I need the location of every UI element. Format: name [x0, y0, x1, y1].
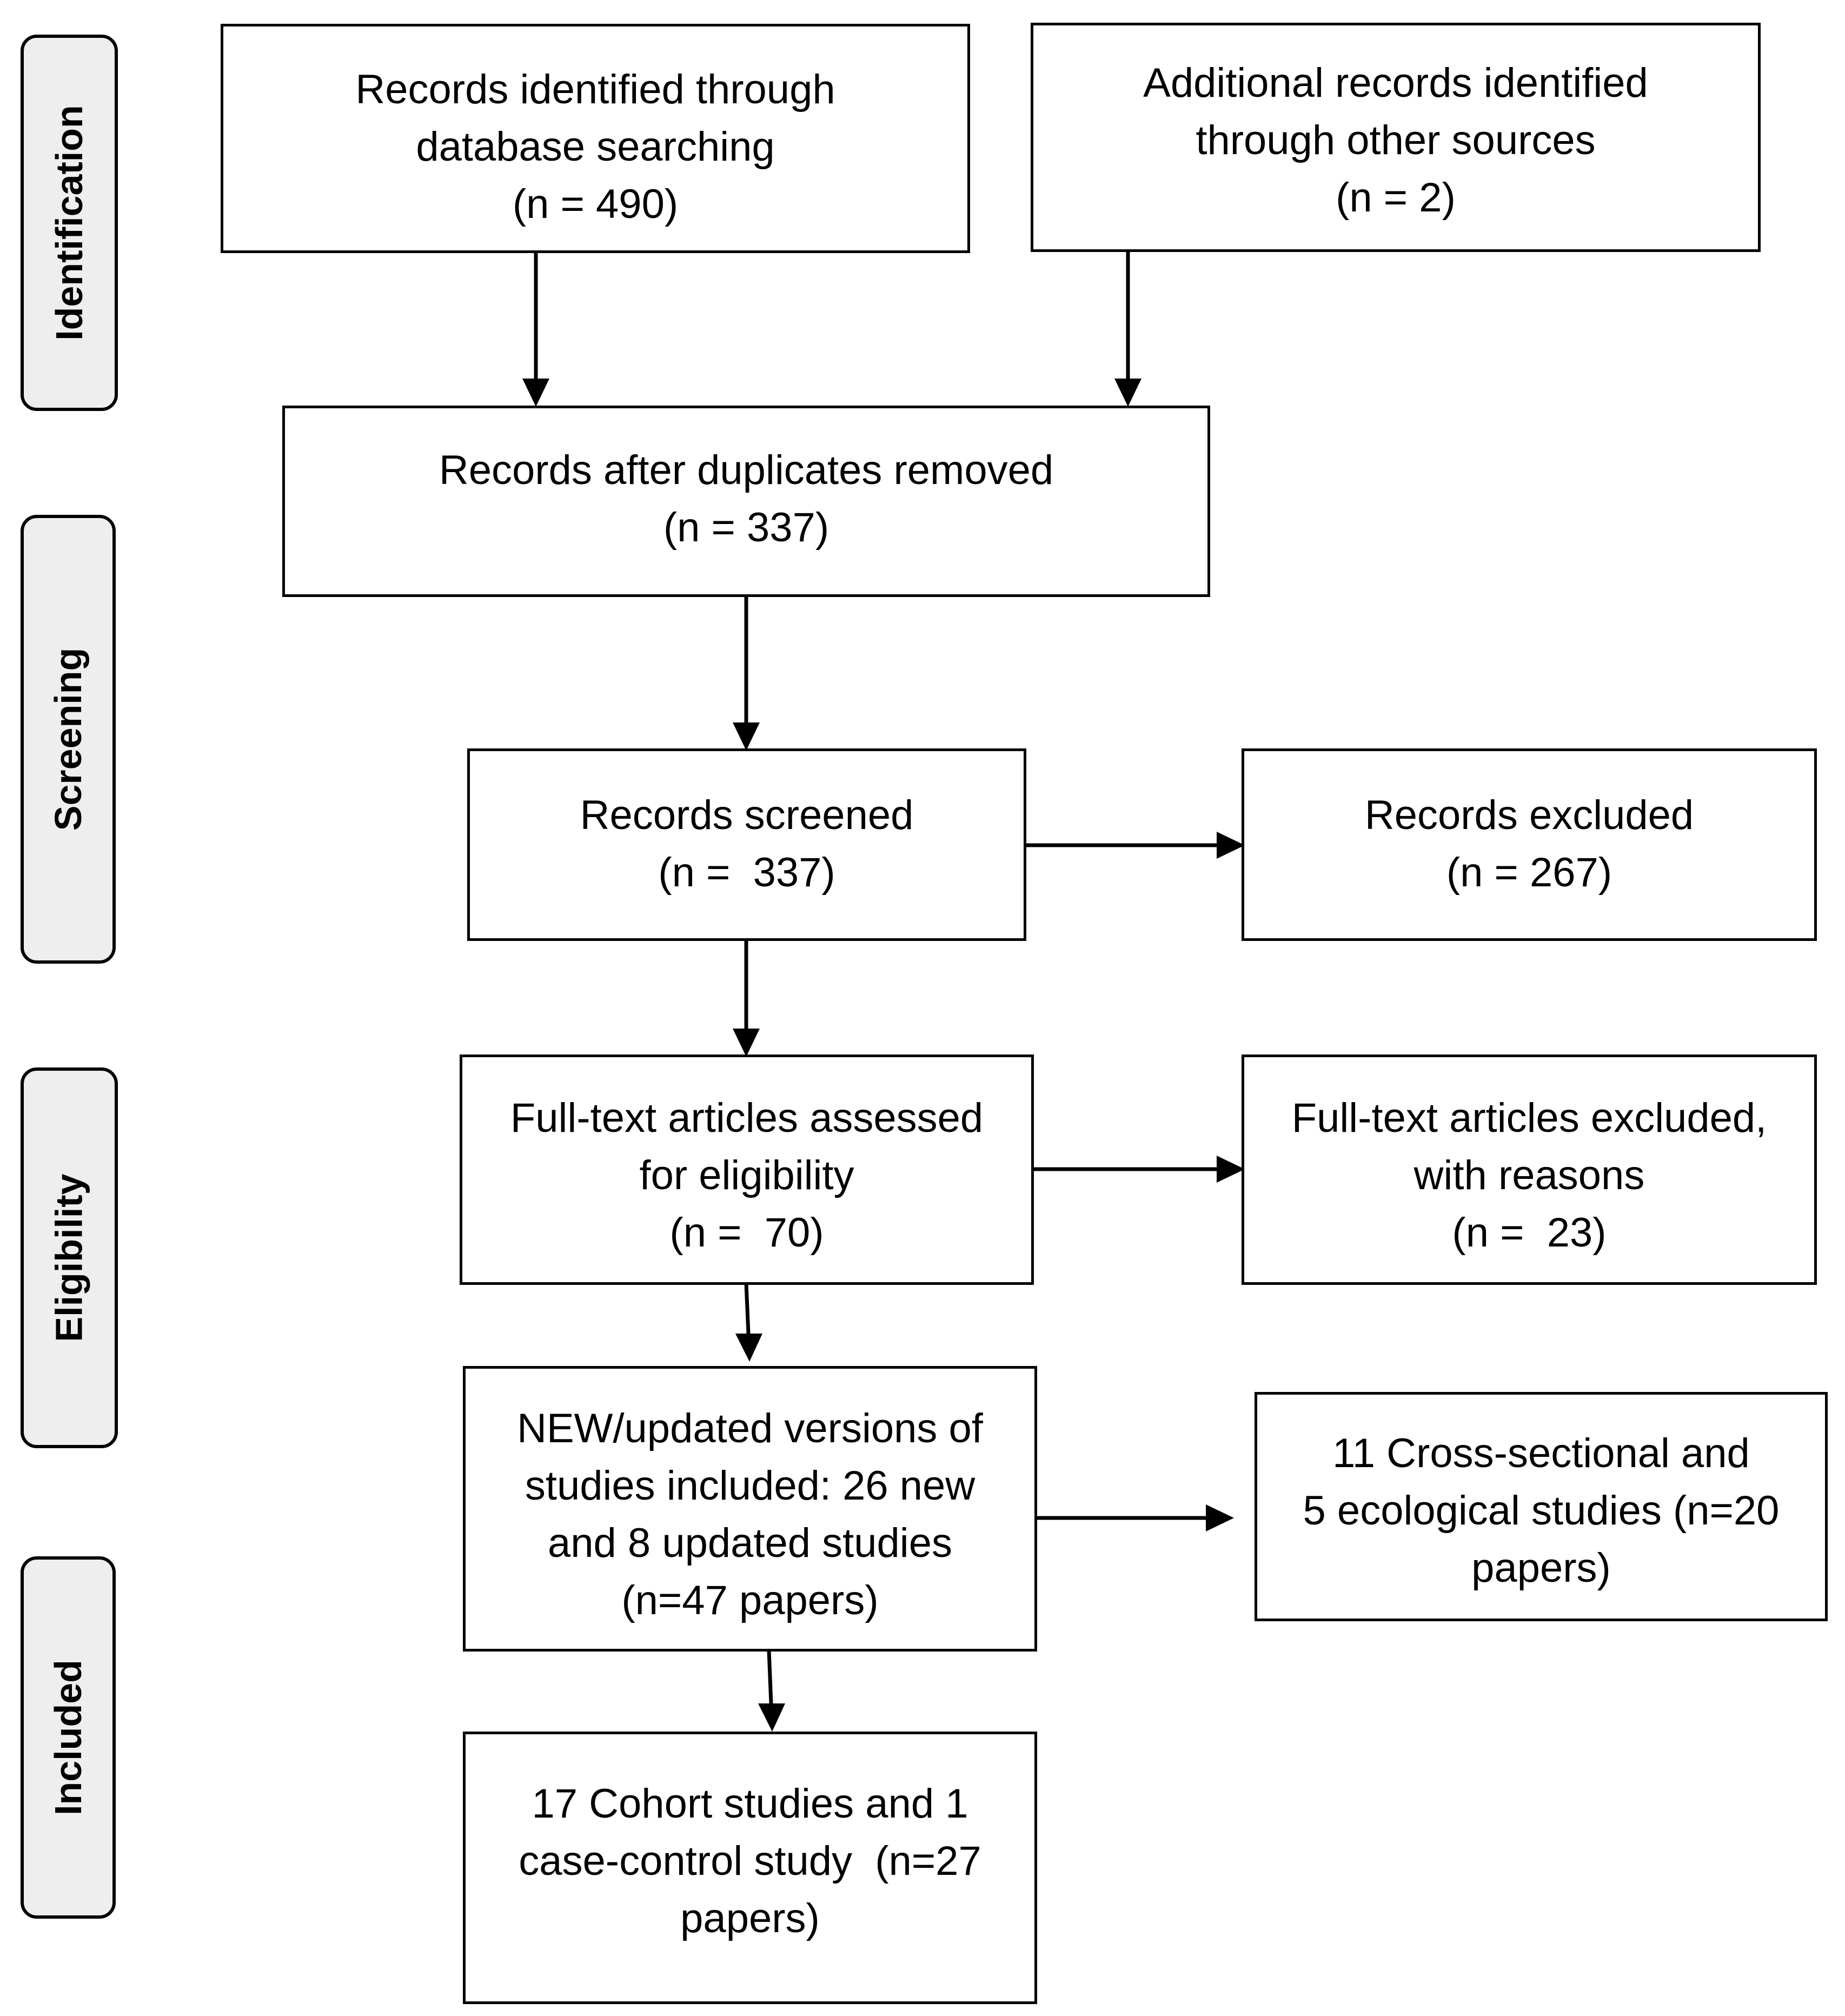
box-line: papers) [680, 1895, 820, 1941]
box-line: 17 Cohort studies and 1 [532, 1781, 968, 1827]
arrowhead [758, 1703, 785, 1732]
box-line: 5 ecological studies (n=20 [1303, 1488, 1780, 1534]
box-line: (n = 23) [1452, 1210, 1607, 1256]
box-line: Records after duplicates removed [439, 447, 1054, 493]
box-line: (n = 490) [512, 181, 679, 227]
box-line: 11 Cross-sectional and [1332, 1430, 1750, 1476]
records-screened-box: Records screened (n = 337) [467, 748, 1026, 941]
stage-screening: Screening [21, 515, 116, 964]
box-line: Records screened [580, 792, 914, 838]
arrowhead [1114, 379, 1141, 407]
arrowhead [733, 1029, 760, 1057]
records-excluded-box: Records excluded (n = 267) [1242, 748, 1817, 941]
arrow-fulltext-to-new [744, 1283, 751, 1334]
arrowhead [1217, 1156, 1245, 1183]
box-line: and 8 updated studies [548, 1520, 952, 1566]
arrowhead [522, 379, 549, 407]
after-duplicates-box: Records after duplicates removed (n = 33… [282, 406, 1210, 597]
arrowhead [733, 722, 760, 751]
cohort-studies-box: 17 Cohort studies and 1 case-control stu… [463, 1732, 1037, 2004]
other-sources-box: Additional records identified through ot… [1031, 23, 1761, 252]
box-line: (n = 267) [1446, 850, 1612, 896]
box-line: through other sources [1196, 117, 1596, 163]
arrowhead [1206, 1504, 1234, 1531]
box-line: (n = 337) [658, 850, 835, 896]
box-line: (n=47 papers) [621, 1577, 879, 1623]
stage-included: Included [21, 1556, 116, 1919]
box-line: Full-text articles assessed [510, 1095, 984, 1141]
box-line: papers) [1471, 1545, 1611, 1591]
box-line: Records identified through [355, 67, 835, 112]
box-line: case-control study (n=27 [519, 1838, 981, 1884]
database-records-box: Records identified through database sear… [221, 24, 970, 253]
box-line: for eligibility [639, 1152, 854, 1198]
new-updated-studies-box: NEW/updated versions of studies included… [463, 1366, 1037, 1652]
box-line: database searching [416, 124, 775, 170]
arrowhead [735, 1334, 762, 1362]
box-line: (n = 2) [1336, 175, 1456, 221]
box-line: (n = 337) [663, 505, 829, 551]
arrow-new-to-cohort [767, 1650, 773, 1704]
box-line: with reasons [1413, 1152, 1645, 1198]
box-line: (n = 70) [669, 1210, 824, 1256]
box-line: Full-text articles excluded, [1291, 1095, 1767, 1141]
arrowhead [1217, 832, 1245, 859]
cross-sectional-ecological-box: 11 Cross-sectional and 5 ecological stud… [1255, 1392, 1828, 1621]
box-line: Additional records identified [1143, 60, 1648, 106]
fulltext-excluded-box: Full-text articles excluded, with reason… [1242, 1055, 1817, 1285]
fulltext-assessed-box: Full-text articles assessed for eligibil… [460, 1055, 1034, 1285]
stage-eligibility: Eligibility [21, 1067, 118, 1448]
box-line: Records excluded [1364, 792, 1694, 838]
box-line: NEW/updated versions of [517, 1405, 983, 1451]
stage-identification: Identification [21, 35, 118, 411]
box-line: studies included: 26 new [525, 1463, 975, 1509]
